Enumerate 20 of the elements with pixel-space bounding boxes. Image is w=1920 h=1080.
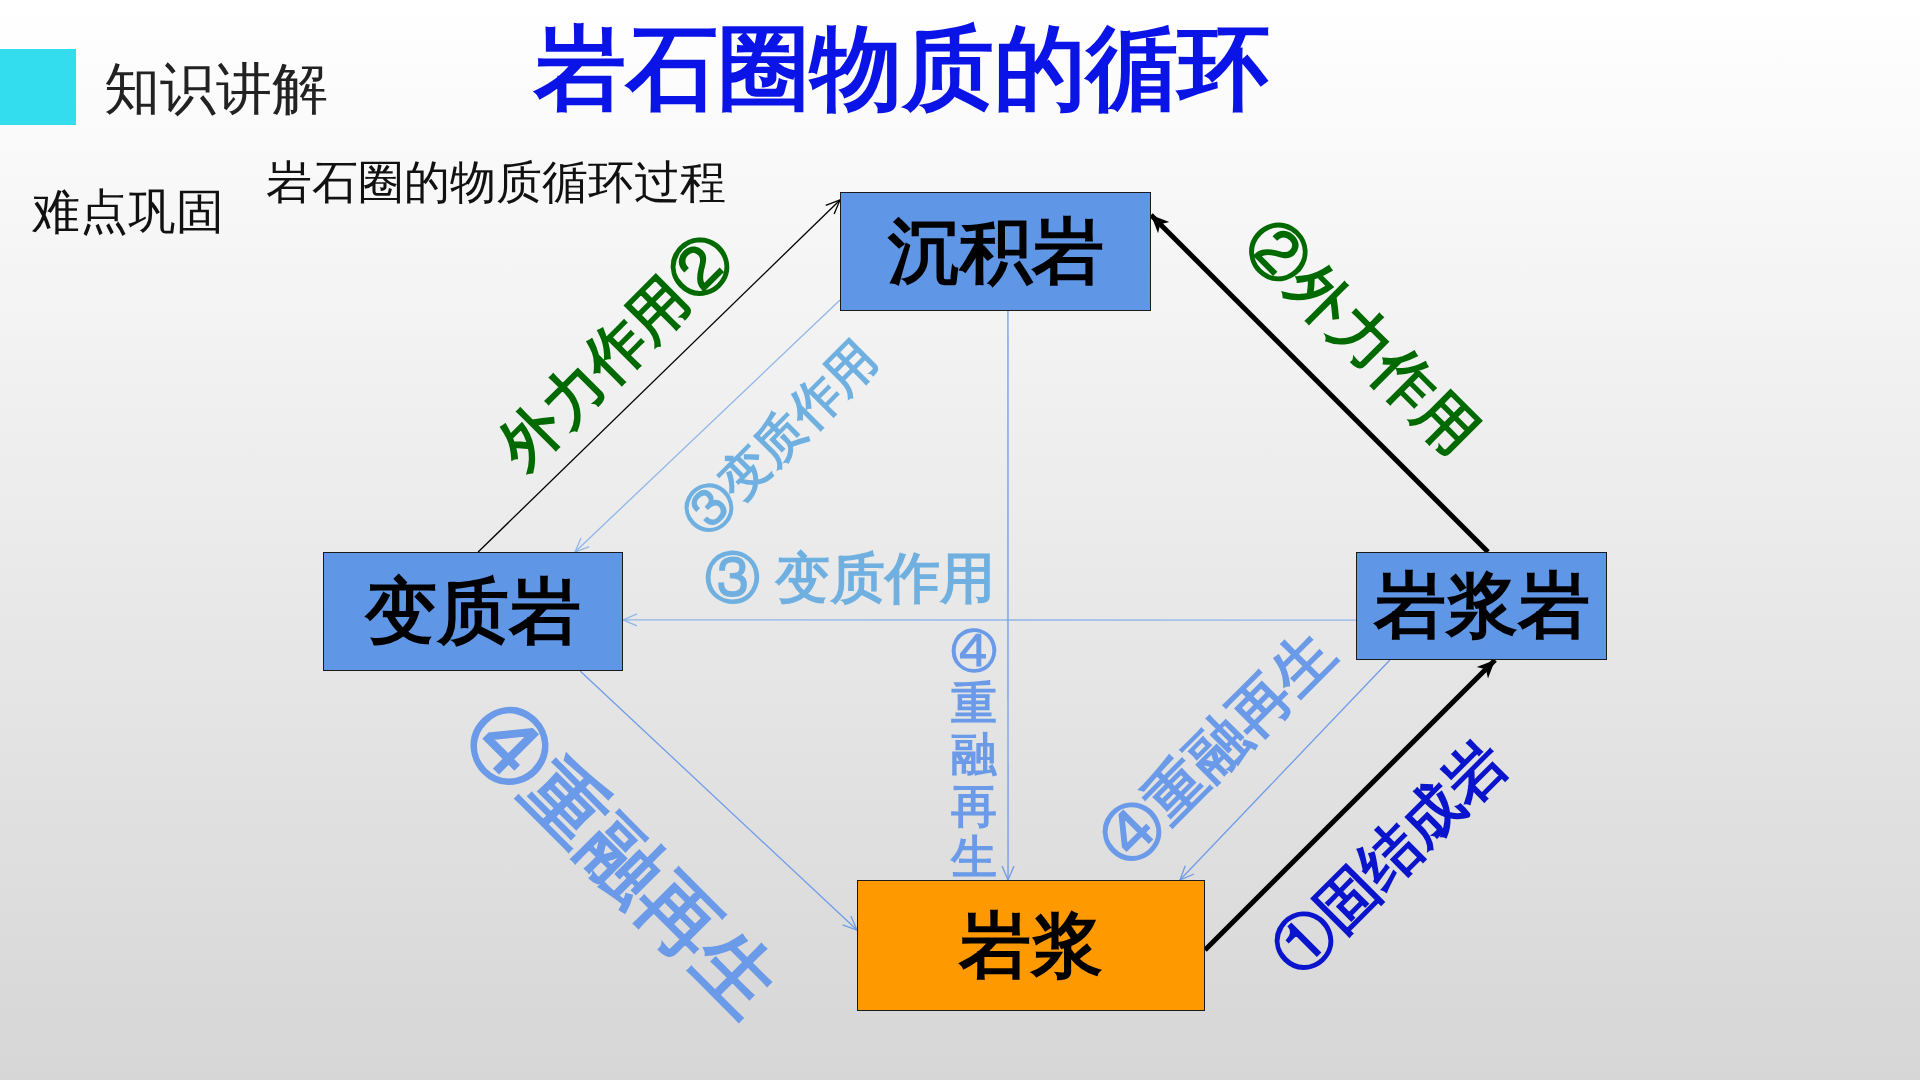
title: 岩石圈物质的循环 — [532, 18, 1271, 120]
arrow — [477, 199, 841, 553]
arrow — [622, 613, 1357, 627]
arrow — [1203, 658, 1497, 952]
rock-box: 沉积岩 — [840, 192, 1151, 311]
edge-label: ②外力作用 — [1234, 210, 1490, 466]
edge-label: ③ 变质作用 — [705, 550, 996, 606]
label-text: 知识讲解 — [104, 56, 328, 122]
arrow — [579, 670, 858, 931]
arrow — [1179, 659, 1391, 881]
edge-label: ③变质作用 — [673, 331, 887, 545]
rock-box: 岩浆 — [857, 880, 1205, 1011]
rock-box: 变质岩 — [323, 552, 623, 671]
edge-label: ④重融再生 — [452, 690, 792, 1030]
label-text: 岩石圈的物质循环过程 — [266, 155, 726, 210]
rock-box: 岩浆岩 — [1356, 552, 1607, 660]
label-text: 难点巩固 — [32, 184, 224, 240]
arrow — [1149, 213, 1490, 554]
arrow — [574, 299, 841, 553]
arrow — [1001, 310, 1015, 881]
